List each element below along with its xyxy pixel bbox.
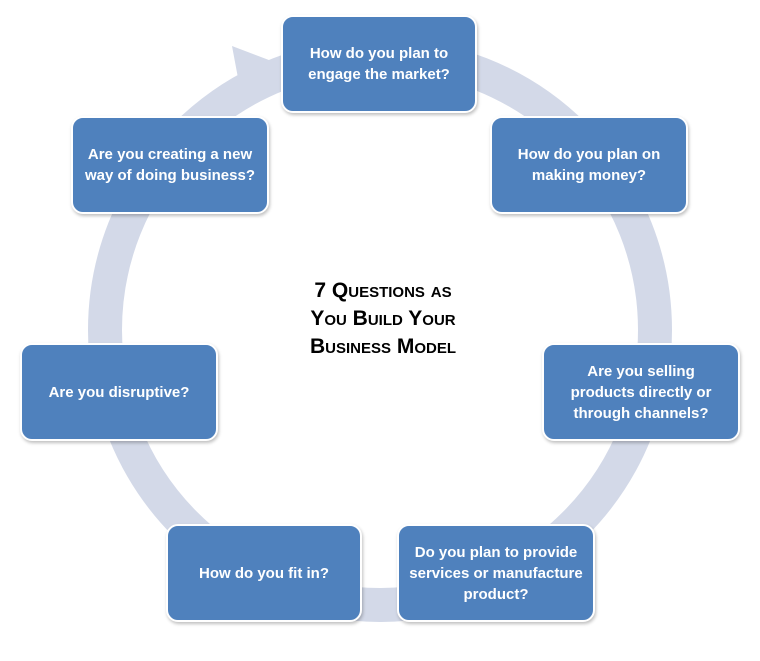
node-services-or-product: Do you plan to provide services or manuf… [397,524,595,622]
node-disruptive: Are you disruptive? [20,343,218,441]
cycle-arrowhead [232,46,290,110]
node-selling-channels: Are you selling products directly or thr… [542,343,740,441]
node-making-money: How do you plan on making money? [490,116,688,214]
center-title-line-3: Business Model [309,335,456,358]
node-new-way-business: Are you creating a new way of doing busi… [71,116,269,214]
center-title-line-1: 7 Questions as [314,279,452,302]
center-title-line-2: You Build Your [310,307,456,330]
center-title: 7 Questions as You Build Your Business M… [253,277,513,361]
node-fit-in: How do you fit in? [166,524,362,622]
node-engage-market: How do you plan to engage the market? [281,15,477,113]
